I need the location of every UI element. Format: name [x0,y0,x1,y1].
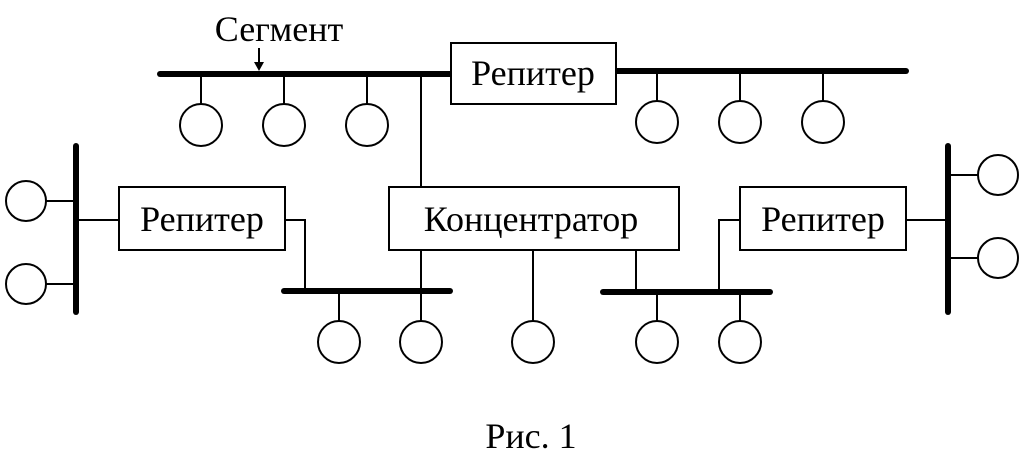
node [262,103,306,147]
repeater-box-right [739,186,907,251]
segment-bottom-right [600,219,773,364]
repeater-right-label: Репитер [761,199,885,239]
repeater-box-left [118,186,286,251]
segment-left [5,143,119,315]
link-segment-to-repeater [718,219,740,292]
hub-box [388,186,680,251]
node [635,320,679,364]
link-repeater-to-segment [285,219,306,291]
repeater-left-label: Репитер [140,199,264,239]
node [5,263,47,305]
segment-right [906,143,1019,315]
segment-label: Сегмент [215,9,344,49]
figure-caption: Рис. 1 [485,416,576,456]
hub-label: Концентратор [424,199,638,239]
node [718,100,762,144]
segment-top-right [612,68,909,144]
repeater-box-top [450,42,617,105]
node [399,320,443,364]
node [5,180,47,222]
node [511,320,555,364]
node [977,154,1019,196]
node [977,237,1019,279]
node [635,100,679,144]
segment-top-left [157,71,455,147]
segment-pointer-arrow [254,48,264,71]
node [317,320,361,364]
node [801,100,845,144]
repeater-top-label: Репитер [471,53,595,93]
node [345,103,389,147]
node [718,320,762,364]
node [179,103,223,147]
segment-bottom-left [281,250,453,364]
